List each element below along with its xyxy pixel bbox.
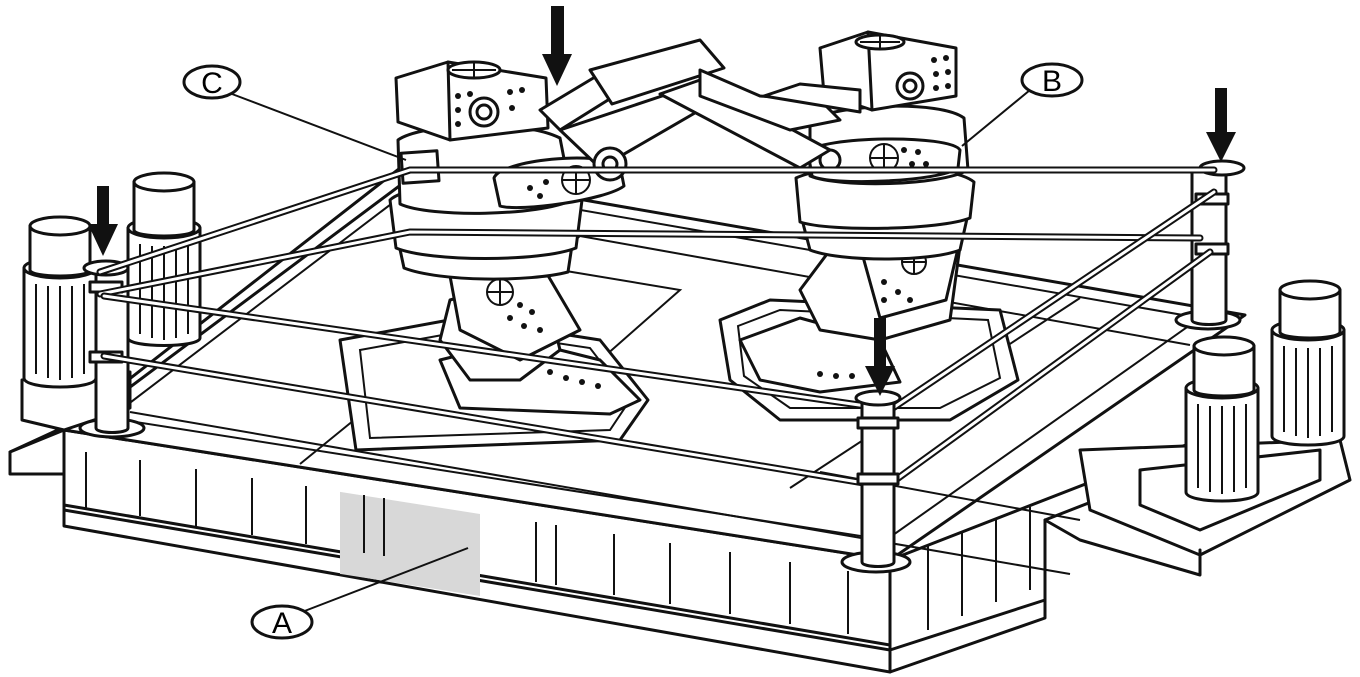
callout-c-label: C <box>201 67 223 100</box>
robot-c <box>338 38 726 452</box>
callout-c: C <box>182 64 407 161</box>
robot-b <box>658 30 1020 422</box>
corner-tower-left-front <box>22 215 98 389</box>
corner-tower-right-back <box>1270 279 1346 447</box>
callout-b: B <box>961 62 1084 147</box>
corner-post-front-right <box>840 389 912 574</box>
ring-ropes <box>96 166 1218 488</box>
corner-tower-right-front <box>1138 335 1322 532</box>
callout-a-label: A <box>272 607 292 640</box>
down-arrow-icon <box>1206 88 1236 162</box>
down-arrow-icon <box>865 318 895 396</box>
down-arrow-icon <box>88 186 118 256</box>
down-arrow-icon <box>542 6 572 86</box>
callout-a: A <box>250 547 469 640</box>
callout-b-label: B <box>1042 65 1062 98</box>
